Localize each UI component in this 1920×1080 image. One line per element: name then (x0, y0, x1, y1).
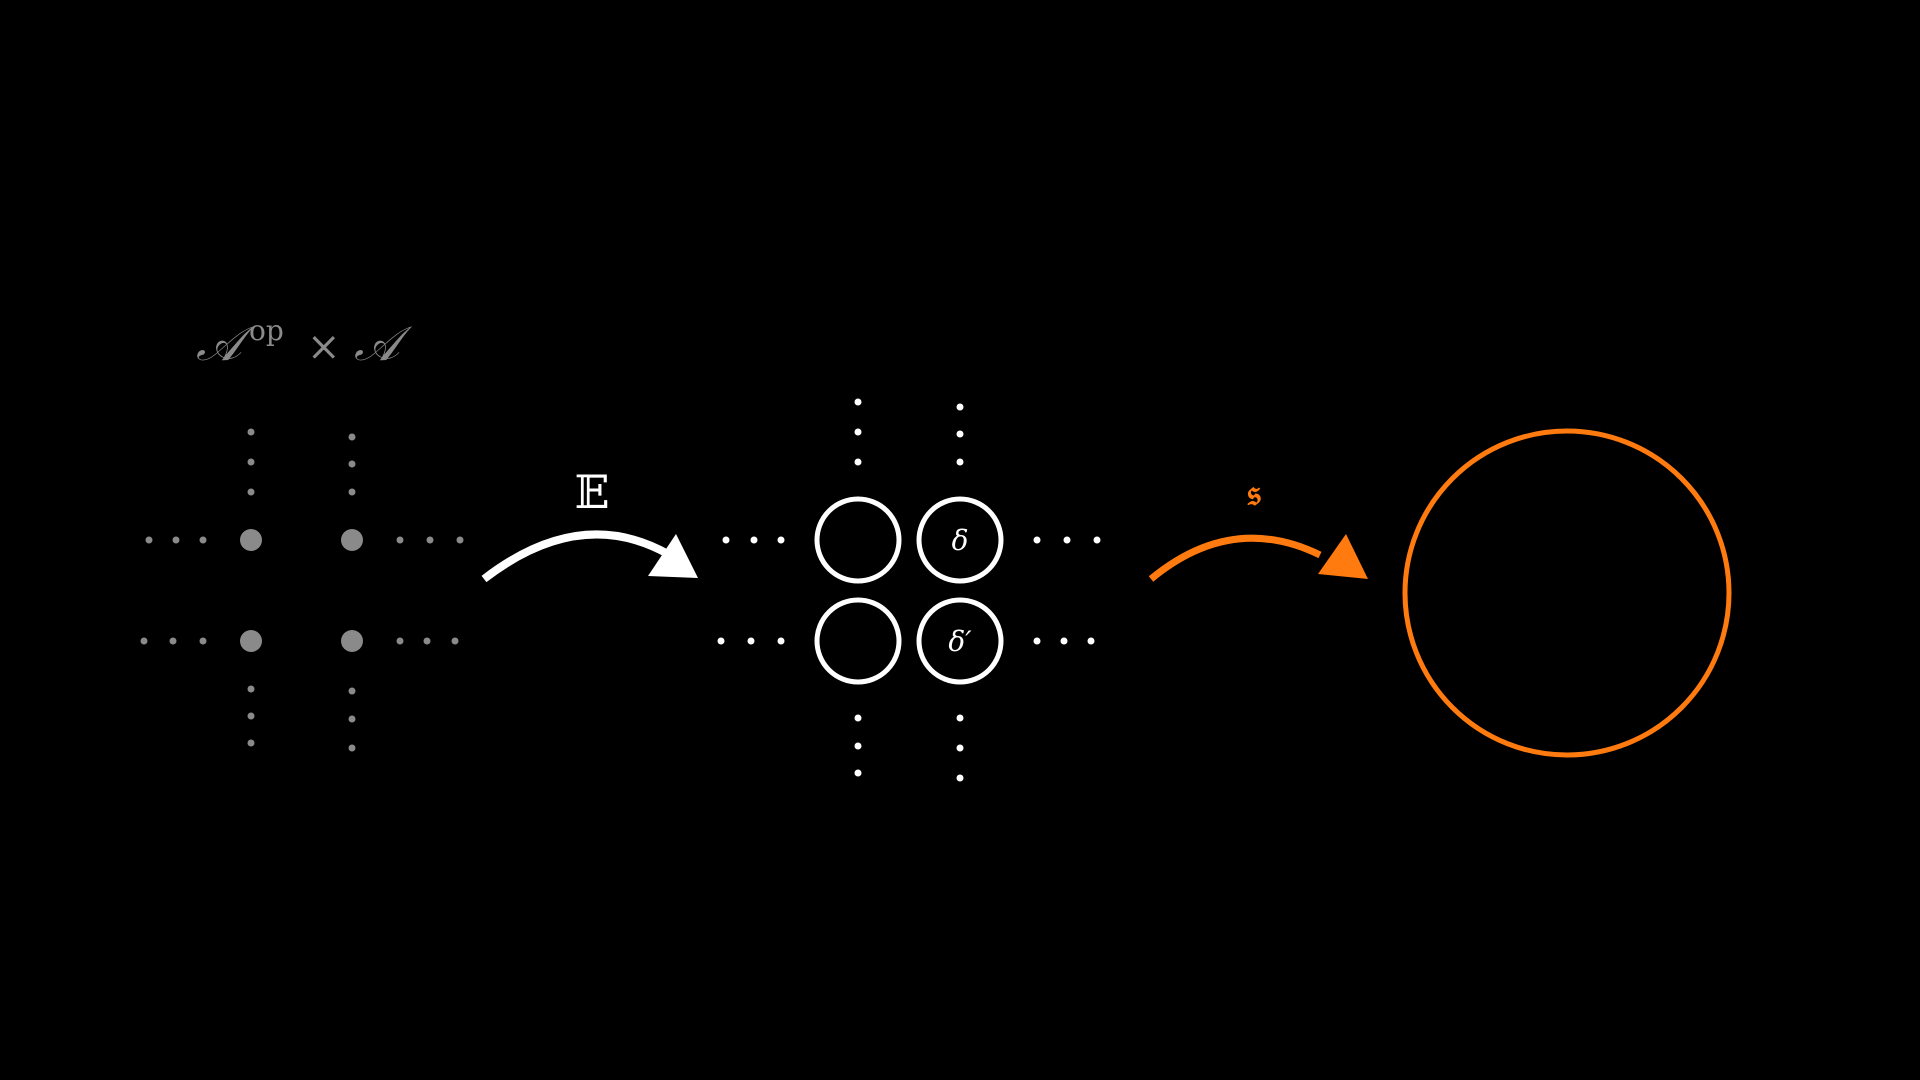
source-ellipsis-top-right (348, 433, 356, 496)
target-ellipsis-right-bottom (1033, 637, 1095, 645)
morphism-s-label: 𝔰 (1247, 472, 1261, 514)
source-grid (140, 428, 464, 752)
object-circle-top-left (814, 496, 902, 584)
source-point-top-right (341, 529, 363, 551)
target-ellipsis-right-top (1033, 536, 1101, 544)
functor-e-arrow: 𝔼 (481, 465, 698, 583)
target-ellipsis-top-left (854, 398, 862, 466)
source-point-top-left (240, 529, 262, 551)
source-ellipsis-bottom-left (247, 685, 255, 747)
object-circle-delta (916, 496, 1004, 584)
source-ellipsis-right-top (396, 536, 464, 544)
source-ellipsis-right-bottom (396, 637, 459, 645)
functor-e-label: 𝔼 (574, 465, 609, 519)
source-category-label: 𝒜 op × 𝒜 (196, 314, 413, 372)
target-ellipsis-left-top (722, 536, 785, 544)
source-point-bottom-right (341, 630, 363, 652)
target-ellipsis-bottom-left (854, 714, 862, 777)
target-object-circle (1402, 428, 1732, 758)
target-ellipsis-bottom-right (956, 714, 964, 782)
times-symbol: × (307, 324, 341, 370)
op-superscript: op (249, 314, 284, 347)
calligraphic-a-op: 𝒜 (196, 316, 255, 372)
target-ellipsis-left-bottom (717, 637, 785, 645)
object-circle-bottom-left (814, 597, 902, 685)
functor-e-arrowhead (648, 534, 698, 578)
target-grid: δ δ′ (717, 398, 1101, 782)
morphism-s-arrowhead (1318, 534, 1368, 579)
source-ellipsis-left-top (145, 536, 207, 544)
morphism-s-arrow-shaft (1148, 534, 1322, 582)
source-ellipsis-left-bottom (140, 637, 207, 645)
source-ellipsis-bottom-right (348, 687, 356, 752)
object-circle-delta-prime (916, 597, 1004, 685)
delta-prime-label: δ′ (948, 625, 972, 658)
source-ellipsis-top-left (247, 428, 255, 496)
calligraphic-a: 𝒜 (354, 316, 413, 372)
delta-label: δ (952, 524, 969, 557)
morphism-s-arrow: 𝔰 (1148, 472, 1368, 582)
source-point-bottom-left (240, 630, 262, 652)
functor-e-arrow-shaft (481, 530, 670, 583)
target-ellipsis-top-right (956, 403, 964, 466)
